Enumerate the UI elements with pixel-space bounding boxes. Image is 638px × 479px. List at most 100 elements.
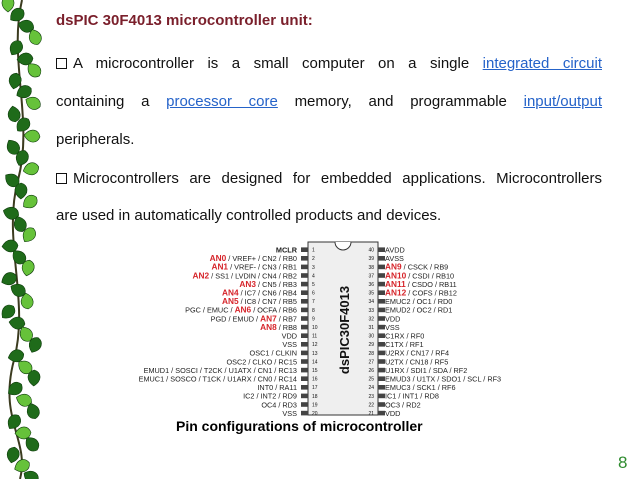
- pin-stub: [378, 385, 385, 390]
- ivy-leaf: [14, 426, 32, 440]
- pin-stub: [301, 247, 308, 252]
- pin-number: 3: [312, 265, 315, 271]
- pin-label: AN5 / IC8 / CN7 / RB5: [222, 296, 297, 306]
- checkbox-bullet-icon: [56, 58, 67, 69]
- pin-label: EMUC3 / SCK1 / RF6: [385, 383, 456, 392]
- pin-function-text: EMUC3 / SCK1 / RF6: [385, 383, 456, 392]
- ivy-leaf: [28, 29, 42, 45]
- pin-label: U1RX / SDI1 / SDA / RF2: [385, 366, 467, 375]
- pin-function-text: EMUD3 / U1TX / SDO1 / SCL / RF3: [385, 375, 501, 384]
- slide-title: dsPIC 30F4013 microcontroller unit:: [56, 12, 313, 29]
- checkbox-bullet-icon: [56, 173, 67, 184]
- pin-stub: [378, 333, 385, 338]
- analog-pin-name: AN12: [385, 288, 407, 298]
- pin-number: 32: [368, 316, 374, 322]
- pin-label: AN0 / VREF+ / CN2 / RB0: [210, 253, 297, 263]
- pin-label: EMUD1 / SOSCI / T2CK / U1ATX / CN1 / RC1…: [144, 366, 297, 375]
- analog-pin-name: AN6: [235, 305, 252, 315]
- input-output-link[interactable]: input/output: [523, 93, 603, 110]
- pin-number: 2: [312, 256, 315, 262]
- pin-label: OC4 / RD3: [261, 400, 297, 409]
- pin-number: 6: [312, 291, 315, 297]
- pin-label: VSS: [282, 409, 297, 418]
- ivy-leaf: [6, 446, 20, 464]
- pin-stub: [301, 290, 308, 295]
- ivy-leaf: [7, 349, 25, 363]
- ivy-leaf: [16, 52, 34, 66]
- pin-stub: [301, 350, 308, 356]
- pin-stub: [378, 367, 385, 373]
- pin-stub: [301, 333, 308, 338]
- pin-function-text: / RB7: [277, 314, 297, 323]
- ivy-leaf: [27, 369, 41, 387]
- pin-number: 26: [368, 368, 374, 374]
- pin-label: U2RX / CN17 / RF4: [385, 349, 449, 358]
- pin-function-text: / IC8 / CN7 / RB5: [239, 297, 297, 306]
- pin-number: 11: [312, 334, 317, 340]
- pin-number: 27: [368, 359, 374, 365]
- pin-function-text: EMUD1 / SOSCI / T2CK / U1ATX / CN1 / RC1…: [144, 366, 297, 375]
- ivy-leaf: [14, 182, 28, 200]
- pin-function-text: VSS: [282, 340, 297, 349]
- pin-label: PGC / EMUC / AN6 / OCFA / RB6: [185, 305, 297, 315]
- pin-function-text: VSS: [385, 323, 400, 332]
- analog-pin-name: AN0: [210, 253, 227, 263]
- pin-function-text: VDD: [385, 409, 400, 418]
- pin-number: 23: [368, 394, 374, 400]
- ivy-leaf: [8, 72, 22, 90]
- pin-number: 35: [368, 291, 374, 297]
- pin-stub: [378, 281, 385, 287]
- pin-number: 8: [312, 308, 315, 314]
- pin-label: EMUC1 / SOSCO / T1CK / U1ARX / CN0 / RC1…: [139, 375, 297, 384]
- pin-function-text: / OCFA / RB6: [251, 306, 297, 315]
- pin-number: 7: [312, 299, 315, 305]
- pin-number: 15: [312, 368, 318, 374]
- pin-number: 19: [312, 402, 318, 408]
- processor-core-link[interactable]: processor core: [166, 93, 278, 110]
- pin-stub: [301, 264, 308, 270]
- pin-function-text: / CN5 / RB3: [256, 280, 297, 289]
- pin-function-text: U2TX / CN18 / RF5: [385, 357, 448, 366]
- ivy-leaf: [25, 437, 40, 452]
- pin-number: 29: [368, 342, 374, 348]
- pin-label: EMUC2 / OC1 / RD0: [385, 297, 452, 306]
- pin-label: AVSS: [385, 254, 404, 263]
- pin-stub: [301, 402, 308, 407]
- pin-number: 20: [312, 411, 318, 417]
- analog-pin-name: AN2: [193, 270, 210, 280]
- pin-number: 16: [312, 377, 318, 383]
- pin-number: 36: [368, 282, 374, 288]
- pin-function-text: / CSDI / RB10: [406, 271, 454, 280]
- ivy-leaf: [7, 105, 21, 123]
- ivy-leaf: [10, 283, 26, 297]
- pin-number: 18: [312, 394, 318, 400]
- pin-label: AN2 / SS1 / LVDIN / CN4 / RB2: [193, 270, 297, 280]
- pin-label: EMUD2 / OC2 / RD1: [385, 306, 452, 315]
- analog-pin-name: AN11: [385, 279, 406, 289]
- ivy-leaf: [23, 129, 41, 143]
- ivy-leaf: [9, 40, 23, 56]
- pin-stub: [378, 299, 385, 304]
- ivy-leaf: [16, 393, 32, 407]
- pin-label: AN11 / CSDO / RB11: [385, 279, 457, 289]
- pin-stub: [301, 281, 308, 287]
- pin-function-text: EMUC1 / SOSCO / T1CK / U1ARX / CN0 / RC1…: [139, 375, 297, 384]
- pin-function-text: MCLR: [276, 246, 298, 255]
- analog-pin-name: AN5: [222, 296, 239, 306]
- page-number: 8: [618, 453, 628, 472]
- pin-function-text: OSC1 / CLKIN: [250, 349, 297, 358]
- pin-label: EMUD3 / U1TX / SDO1 / SCL / RF3: [385, 375, 501, 384]
- pin-stub: [301, 367, 308, 373]
- pin-function-text: / CSCK / RB9: [402, 263, 449, 272]
- chip-notch: [334, 241, 352, 251]
- pin-label: IC1 / INT1 / RD8: [385, 392, 439, 401]
- pin-label: AN10 / CSDI / RB10: [385, 270, 454, 280]
- integrated-circuit-link[interactable]: integrated circuit: [482, 55, 602, 72]
- ivy-leaf: [13, 216, 27, 232]
- ivy-leaf: [19, 326, 33, 342]
- pin-stub: [301, 256, 308, 261]
- pin-label: C1TX / RF1: [385, 340, 424, 349]
- pin-stub: [301, 342, 308, 347]
- ivy-leaf: [23, 470, 39, 479]
